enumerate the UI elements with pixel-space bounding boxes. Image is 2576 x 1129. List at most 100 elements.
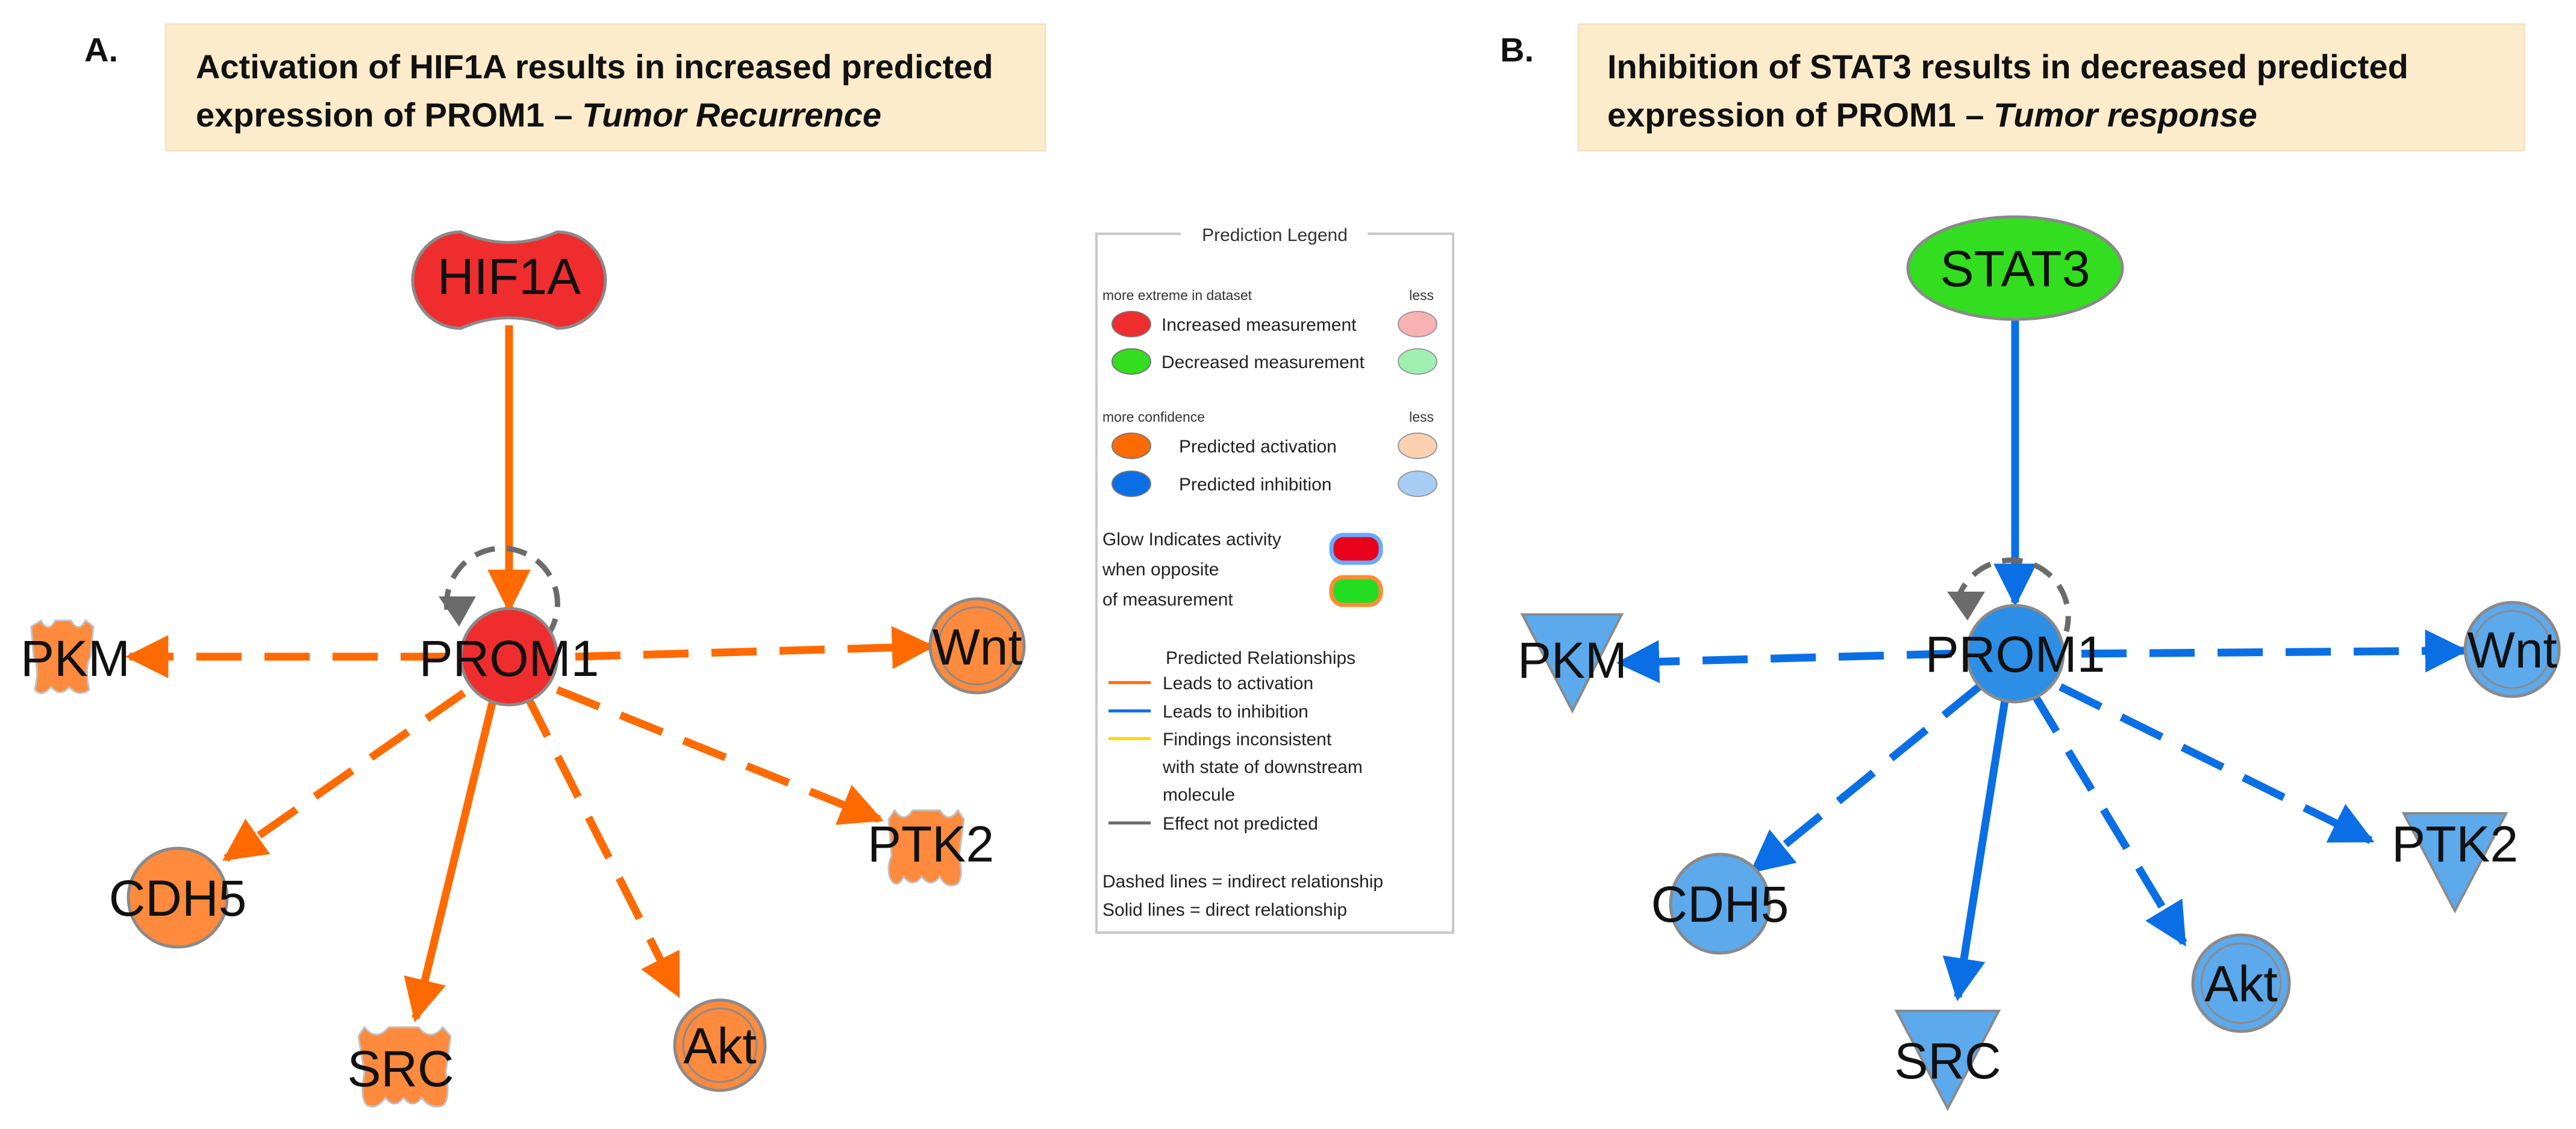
legend-inhibition-swatch bbox=[1111, 471, 1151, 497]
node-src-a: SRC bbox=[347, 1025, 454, 1108]
ptk2-b-label: PTK2 bbox=[2392, 816, 2518, 872]
legend-glow-line1: Glow Indicates activity bbox=[1102, 530, 1281, 549]
wnt-b-inner bbox=[2472, 610, 2552, 689]
wnt-a-outer bbox=[928, 597, 1026, 695]
stat3-shape bbox=[1906, 215, 2124, 321]
prom1-b-label: PROM1 bbox=[1925, 626, 2106, 683]
src-a-label: SRC bbox=[347, 1040, 454, 1097]
prom1-a-label: PROM1 bbox=[419, 630, 599, 687]
node-pkm-a: PKM bbox=[20, 619, 130, 694]
legend-inhibition-less-swatch bbox=[1398, 471, 1437, 497]
panel-a: A. Activation of HIF1A results in increa… bbox=[20, 23, 1046, 1108]
akt-a-label: Akt bbox=[683, 1018, 756, 1074]
wnt-b-label: Wnt bbox=[2467, 622, 2557, 678]
node-prom1-b: PROM1 bbox=[1925, 604, 2106, 704]
akt-b-outer bbox=[2191, 933, 2291, 1033]
legend-title-bg bbox=[1181, 224, 1368, 246]
pkm-a-label: PKM bbox=[20, 630, 130, 687]
panel-b-caption-line1: Inhibition of STAT3 results in decreased… bbox=[1607, 48, 2409, 86]
legend-increased: Increased measurement bbox=[1161, 315, 1357, 335]
legend-glow-line3: of measurement bbox=[1102, 590, 1233, 610]
node-wnt-b: Wnt bbox=[2463, 601, 2561, 698]
panel-b-caption-line2: expression of PROM1 – Tumor response bbox=[1607, 96, 2257, 134]
akt-a-outer bbox=[673, 998, 767, 1092]
ptk2-a-shape bbox=[887, 808, 965, 887]
panel-b-caption-line2-text: expression of PROM1 – bbox=[1607, 96, 1993, 134]
panel-a-label: A. bbox=[84, 31, 118, 69]
panel-a-caption-italic: Tumor Recurrence bbox=[582, 96, 881, 134]
legend-rel-inconsistent-3: molecule bbox=[1163, 785, 1235, 805]
legend-activation-swatch bbox=[1111, 433, 1151, 459]
node-akt-b: Akt bbox=[2191, 933, 2291, 1033]
edge-prom1-cdh5-b bbox=[1749, 683, 1982, 874]
legend-glow-line2: when opposite bbox=[1102, 560, 1219, 580]
cdh5-a-circle bbox=[127, 846, 229, 949]
pkm-b-triangle bbox=[1520, 613, 1624, 714]
prom1-a-circle bbox=[459, 607, 559, 707]
legend-inhibition: Predicted inhibition bbox=[1179, 475, 1332, 495]
node-cdh5-b: CDH5 bbox=[1651, 852, 1789, 955]
panel-a-caption-box bbox=[164, 23, 1046, 152]
legend-header-less: less bbox=[1409, 287, 1434, 303]
pkm-b-label: PKM bbox=[1518, 632, 1627, 689]
legend-activation-less-swatch bbox=[1398, 433, 1437, 459]
akt-b-label: Akt bbox=[2204, 955, 2277, 1012]
prediction-legend: Prediction Legend more extreme in datase… bbox=[1095, 224, 1454, 934]
edge-prom1-src bbox=[404, 695, 498, 1022]
legend-header-extreme: more extreme in dataset bbox=[1102, 287, 1252, 303]
ptk2-b-triangle bbox=[2401, 812, 2509, 914]
edge-prom1-ptk2-b bbox=[2059, 683, 2375, 844]
wnt-a-inner bbox=[937, 606, 1017, 686]
node-ptk2-b: PTK2 bbox=[2392, 812, 2518, 914]
cdh5-b-circle bbox=[1669, 852, 1771, 955]
node-stat3: STAT3 bbox=[1906, 215, 2124, 321]
legend-glow-red-swatch bbox=[1329, 533, 1383, 565]
pkm-a-shape bbox=[30, 619, 95, 694]
akt-b-inner bbox=[2200, 942, 2282, 1024]
legend-glow-green-swatch bbox=[1329, 575, 1383, 607]
legend-rel-inconsistent-2: with state of downstream bbox=[1162, 757, 1363, 777]
panel-a-caption-line2: expression of PROM1 – Tumor Recurrence bbox=[196, 96, 881, 134]
panel-a-caption-line1: Activation of HIF1A results in increased… bbox=[196, 48, 993, 86]
src-b-triangle bbox=[1894, 1010, 2001, 1112]
legend-solid-note: Solid lines = direct relationship bbox=[1102, 900, 1347, 920]
legend-rel-activation: Leads to activation bbox=[1163, 674, 1313, 693]
legend-rel-not-predicted: Effect not predicted bbox=[1163, 814, 1318, 834]
legend-frame bbox=[1095, 233, 1454, 934]
node-pkm-b: PKM bbox=[1518, 613, 1627, 714]
legend-decreased-swatch bbox=[1111, 348, 1151, 375]
legend-decreased-less-swatch bbox=[1398, 348, 1437, 375]
edge-prom1-pkm-b bbox=[1616, 640, 1952, 683]
edge-prom1-akt-b bbox=[2030, 690, 2187, 947]
prom1-self-loop bbox=[443, 545, 560, 640]
edge-prom1-ptk2 bbox=[555, 686, 884, 825]
panel-b: B. Inhibition of STAT3 results in decrea… bbox=[1500, 23, 2561, 1112]
cdh5-b-label: CDH5 bbox=[1651, 876, 1789, 933]
hif1a-label: HIF1A bbox=[437, 248, 581, 305]
wnt-b-outer bbox=[2463, 601, 2561, 698]
prom1-b-circle bbox=[1965, 604, 2065, 704]
legend-increased-swatch bbox=[1111, 311, 1151, 337]
panel-a-caption-line2-text: expression of PROM1 – bbox=[196, 96, 582, 134]
cdh5-a-label: CDH5 bbox=[109, 870, 247, 927]
self-loop-b-arrowhead bbox=[1947, 592, 1985, 621]
node-prom1-a: PROM1 bbox=[419, 607, 599, 707]
node-ptk2-a: PTK2 bbox=[868, 808, 994, 887]
node-akt-a: Akt bbox=[673, 998, 767, 1092]
edge-prom1-cdh5 bbox=[222, 689, 466, 862]
stat3-label: STAT3 bbox=[1940, 240, 2090, 297]
src-a-shape bbox=[357, 1025, 452, 1108]
legend-header-confidence: more confidence bbox=[1102, 409, 1205, 425]
hif1a-shape bbox=[411, 230, 607, 330]
legend-dashed-note: Dashed lines = indirect relationship bbox=[1102, 872, 1383, 892]
legend-rel-inconsistent-1: Findings inconsistent bbox=[1163, 730, 1332, 749]
self-loop-arrowhead bbox=[439, 596, 476, 627]
legend-rel-inhibition: Leads to inhibition bbox=[1163, 702, 1308, 722]
legend-decreased: Decreased measurement bbox=[1161, 352, 1365, 372]
legend-title: Prediction Legend bbox=[1202, 225, 1348, 245]
node-cdh5-a: CDH5 bbox=[109, 846, 247, 949]
src-b-label: SRC bbox=[1894, 1033, 2001, 1089]
wnt-a-label: Wnt bbox=[932, 619, 1022, 675]
panel-b-caption-box bbox=[1577, 23, 2525, 152]
